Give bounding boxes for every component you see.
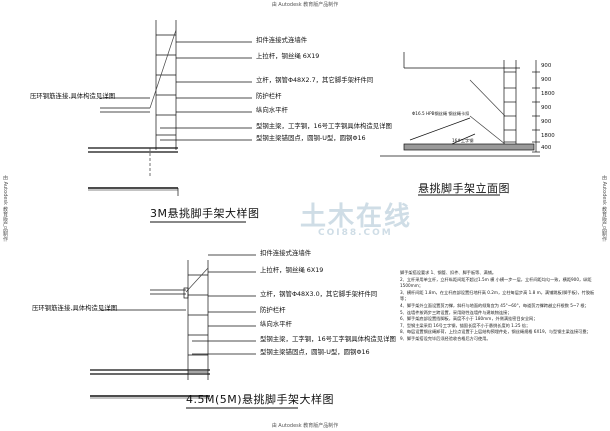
- detail-top-label-1: 上拉杆，钢丝绳 6X19: [256, 52, 320, 60]
- detail-top-scaffold: [88, 20, 252, 196]
- elevation-dim-5: 1800: [541, 133, 555, 139]
- note-8: 9、脚手架搭设完毕后须经验收合格后方可使用。: [400, 335, 491, 341]
- detail-top-title: 3M悬挑脚手架大样图: [150, 207, 260, 220]
- note-3: 4、脚手架外立面设置剪刀撑，斜杆与地面的倾角宜为 45°~60°，每道剪刀撑跨越…: [400, 302, 589, 308]
- detail-top-label-6: 型钢主梁锚固点，圆钢-U型，圆钢Φ16: [256, 134, 366, 142]
- stamp-small: COI88.COM: [318, 228, 393, 238]
- detail-bottom-label-0: 扣件连接式连墙件: [260, 249, 312, 257]
- elevation-dim-4: 900: [541, 119, 552, 125]
- detail-bottom-title: 4.5M(5M)悬挑脚手架大样图: [186, 393, 335, 406]
- elevation-dim-1: 900: [541, 77, 552, 83]
- note-0: 脚手架搭设要求 1、钢管、扣件、脚手板等、满铺。: [400, 270, 497, 275]
- watermark-left: 由 Autodesk 教育版产品制作: [2, 175, 8, 242]
- detail-bottom-label-1: 上拉杆，钢丝绳 6X19: [260, 266, 324, 274]
- detail-bottom-scaffold: [90, 254, 256, 399]
- detail-top-label-4: 纵向水平杆: [256, 106, 288, 114]
- stamp-big: 土木在线: [300, 202, 413, 232]
- note-4: 5、连墙件按两步三跨设置，采用刚性连墙件与建筑物连接；: [400, 309, 512, 315]
- elevation-dim-0: 900: [541, 63, 552, 69]
- detail-bottom-label-6: 型钢主梁锚固点，圆钢-U型，圆钢Φ16: [260, 348, 370, 356]
- detail-top-label-3: 防护栏杆: [256, 92, 282, 100]
- elevation-dim-6: 400: [541, 145, 552, 151]
- note-1: 2、立杆采用单立杆，立杆纵距间距不超过1.5m 横 小横一步一层，立杆间距均匀一…: [400, 276, 592, 289]
- detail-top-label-2: 立杆，钢管Φ48X2.7，其它脚手架杆件同: [256, 76, 374, 84]
- detail-bottom-label-4: 纵向水平杆: [260, 320, 292, 328]
- note-5: 6、脚手架底部设置挡脚板，高度不小于 180mm，外侧满挂密目安全网；: [400, 316, 538, 322]
- notes-block: 脚手架搭设要求 1、钢管、扣件、脚手板等、满铺。 2、立杆采用单立杆，立杆纵距间…: [400, 270, 596, 343]
- elevation-note-b: 16#工字钢: [452, 138, 474, 143]
- watermark-top: 由 Autodesk 教育版产品制作: [271, 2, 339, 8]
- watermark-right: 由 Autodesk 教育版产品制作: [601, 175, 607, 242]
- detail-top-label-0: 扣件连接式连墙件: [256, 36, 308, 44]
- note-2: 3、横杆间距 1.8m，在立杆底部设置扫地杆高 0.2m，立柱每层步高 1.8 …: [400, 289, 595, 302]
- elevation-dim-2: 1800: [541, 91, 555, 97]
- note-7: 8、每层设置钢丝绳卸荷，上拉点设置于上层结构预埋件处，钢丝绳规格 6X19，与型…: [400, 329, 591, 335]
- detail-bottom-label-3: 防护栏杆: [260, 306, 286, 314]
- elevation-dim-3: 900: [541, 105, 552, 111]
- elevation-scaffold: [380, 52, 540, 157]
- watermark-bottom: 由 Autodesk 教育版产品制作: [271, 423, 339, 429]
- detail-bottom-label-5: 型钢主梁，工字钢，16号工字钢具体构造见详图: [260, 335, 396, 343]
- elevation-note-a: Φ16.5 HPB钢丝绳 钢丝绳卡扣: [412, 111, 470, 116]
- elevation-title: 悬挑脚手架立面图: [418, 182, 510, 195]
- detail-bottom-label-left: 压环钢筋连接,具体构造见详图: [32, 304, 118, 312]
- note-6: 7、型钢主梁采用 16号工字钢，锚固长度不小于悬挑长度的 1.25 倍；: [400, 322, 531, 328]
- detail-top-label-left: 压环钢筋连接,具体构造见详图: [30, 92, 116, 100]
- detail-bottom-label-2: 立杆，钢管Φ48X3.0，其它脚手架杆件同: [260, 290, 378, 298]
- detail-top-label-5: 型钢主梁，工字钢，16号工字钢具体构造见详图: [256, 122, 392, 130]
